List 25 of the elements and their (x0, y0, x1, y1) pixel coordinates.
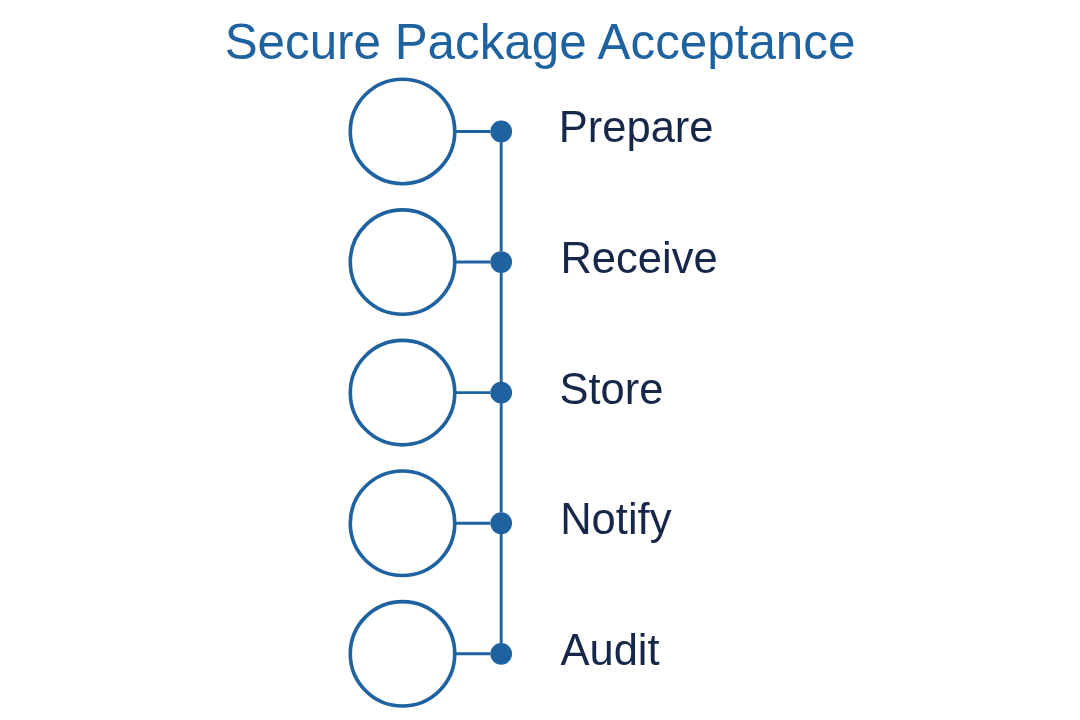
node-circle (348, 338, 457, 447)
node-circle (490, 120, 513, 143)
node-circle (490, 512, 513, 535)
diagram-title: Secure Package Acceptance (224, 14, 856, 70)
node-circle (348, 599, 457, 708)
node-circle (490, 642, 513, 665)
node-label: Prepare (558, 103, 714, 152)
connector (454, 652, 491, 656)
node-circle (348, 77, 457, 186)
connector (499, 141, 503, 252)
connector (499, 533, 503, 644)
connector (499, 402, 503, 513)
node-label: Notify (560, 495, 672, 544)
node-circle (490, 251, 513, 273)
node-circle (348, 208, 457, 317)
node-label: Receive (560, 233, 718, 282)
node-label: Audit (560, 625, 660, 674)
node-circle (348, 469, 457, 578)
node-circle (490, 381, 513, 404)
connector (454, 130, 491, 133)
connector (454, 391, 491, 395)
connector (454, 260, 491, 264)
node-label: Store (559, 364, 664, 413)
connector (454, 521, 491, 525)
connector (499, 272, 503, 382)
